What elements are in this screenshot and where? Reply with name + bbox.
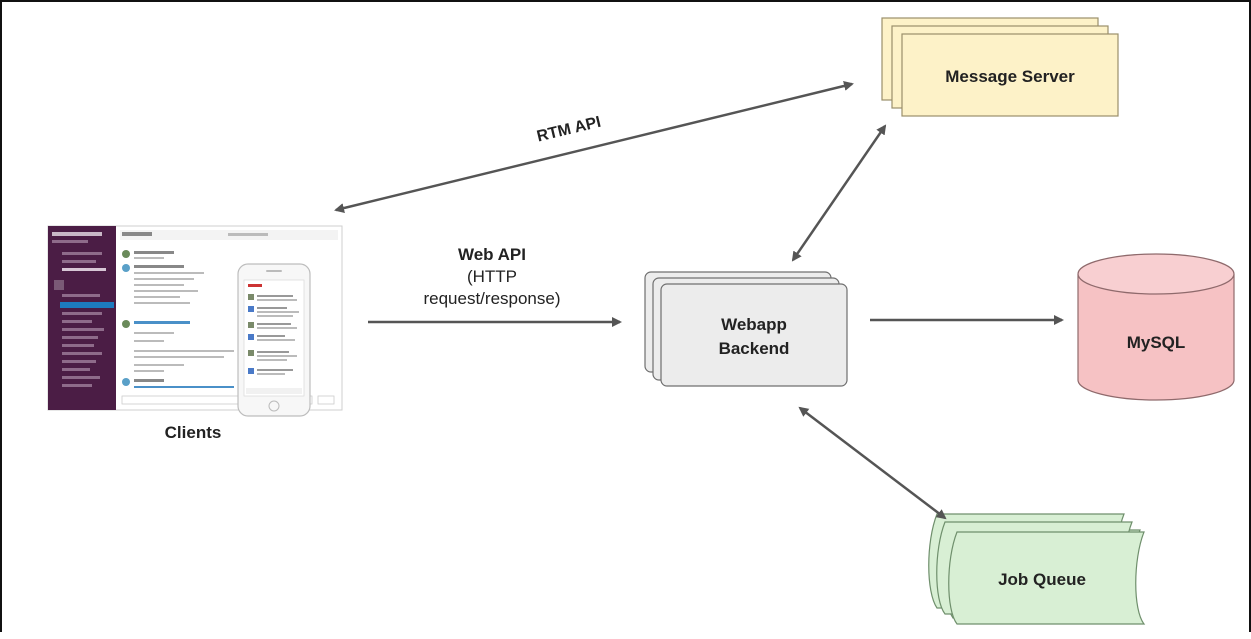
- job-queue-label: Job Queue: [998, 570, 1086, 589]
- web-api-protocol-label: (HTTP: [467, 267, 517, 286]
- mobile-client-illustration: [237, 263, 311, 417]
- clients-label: Clients: [165, 423, 222, 442]
- rtm-api-arrow: [334, 81, 854, 213]
- job-queue-node: Job Queue: [928, 513, 1146, 625]
- backend-message-server-arrow: [791, 124, 887, 262]
- webapp-backend-node: Webapp Backend: [644, 271, 848, 387]
- message-server-label: Message Server: [945, 67, 1075, 86]
- webapp-backend-label-1: Webapp: [721, 315, 787, 334]
- web-api-description-label: request/response): [423, 289, 560, 308]
- rtm-api-label: RTM API: [535, 114, 602, 146]
- mysql-node: MySQL: [1077, 253, 1235, 401]
- backend-job-queue-arrow: [798, 406, 947, 520]
- message-server-node: Message Server: [881, 17, 1119, 117]
- web-api-label: Web API: [458, 245, 526, 264]
- webapp-backend-label-2: Backend: [719, 339, 790, 358]
- clients-node: Clients: [47, 225, 343, 442]
- mysql-label: MySQL: [1127, 333, 1186, 352]
